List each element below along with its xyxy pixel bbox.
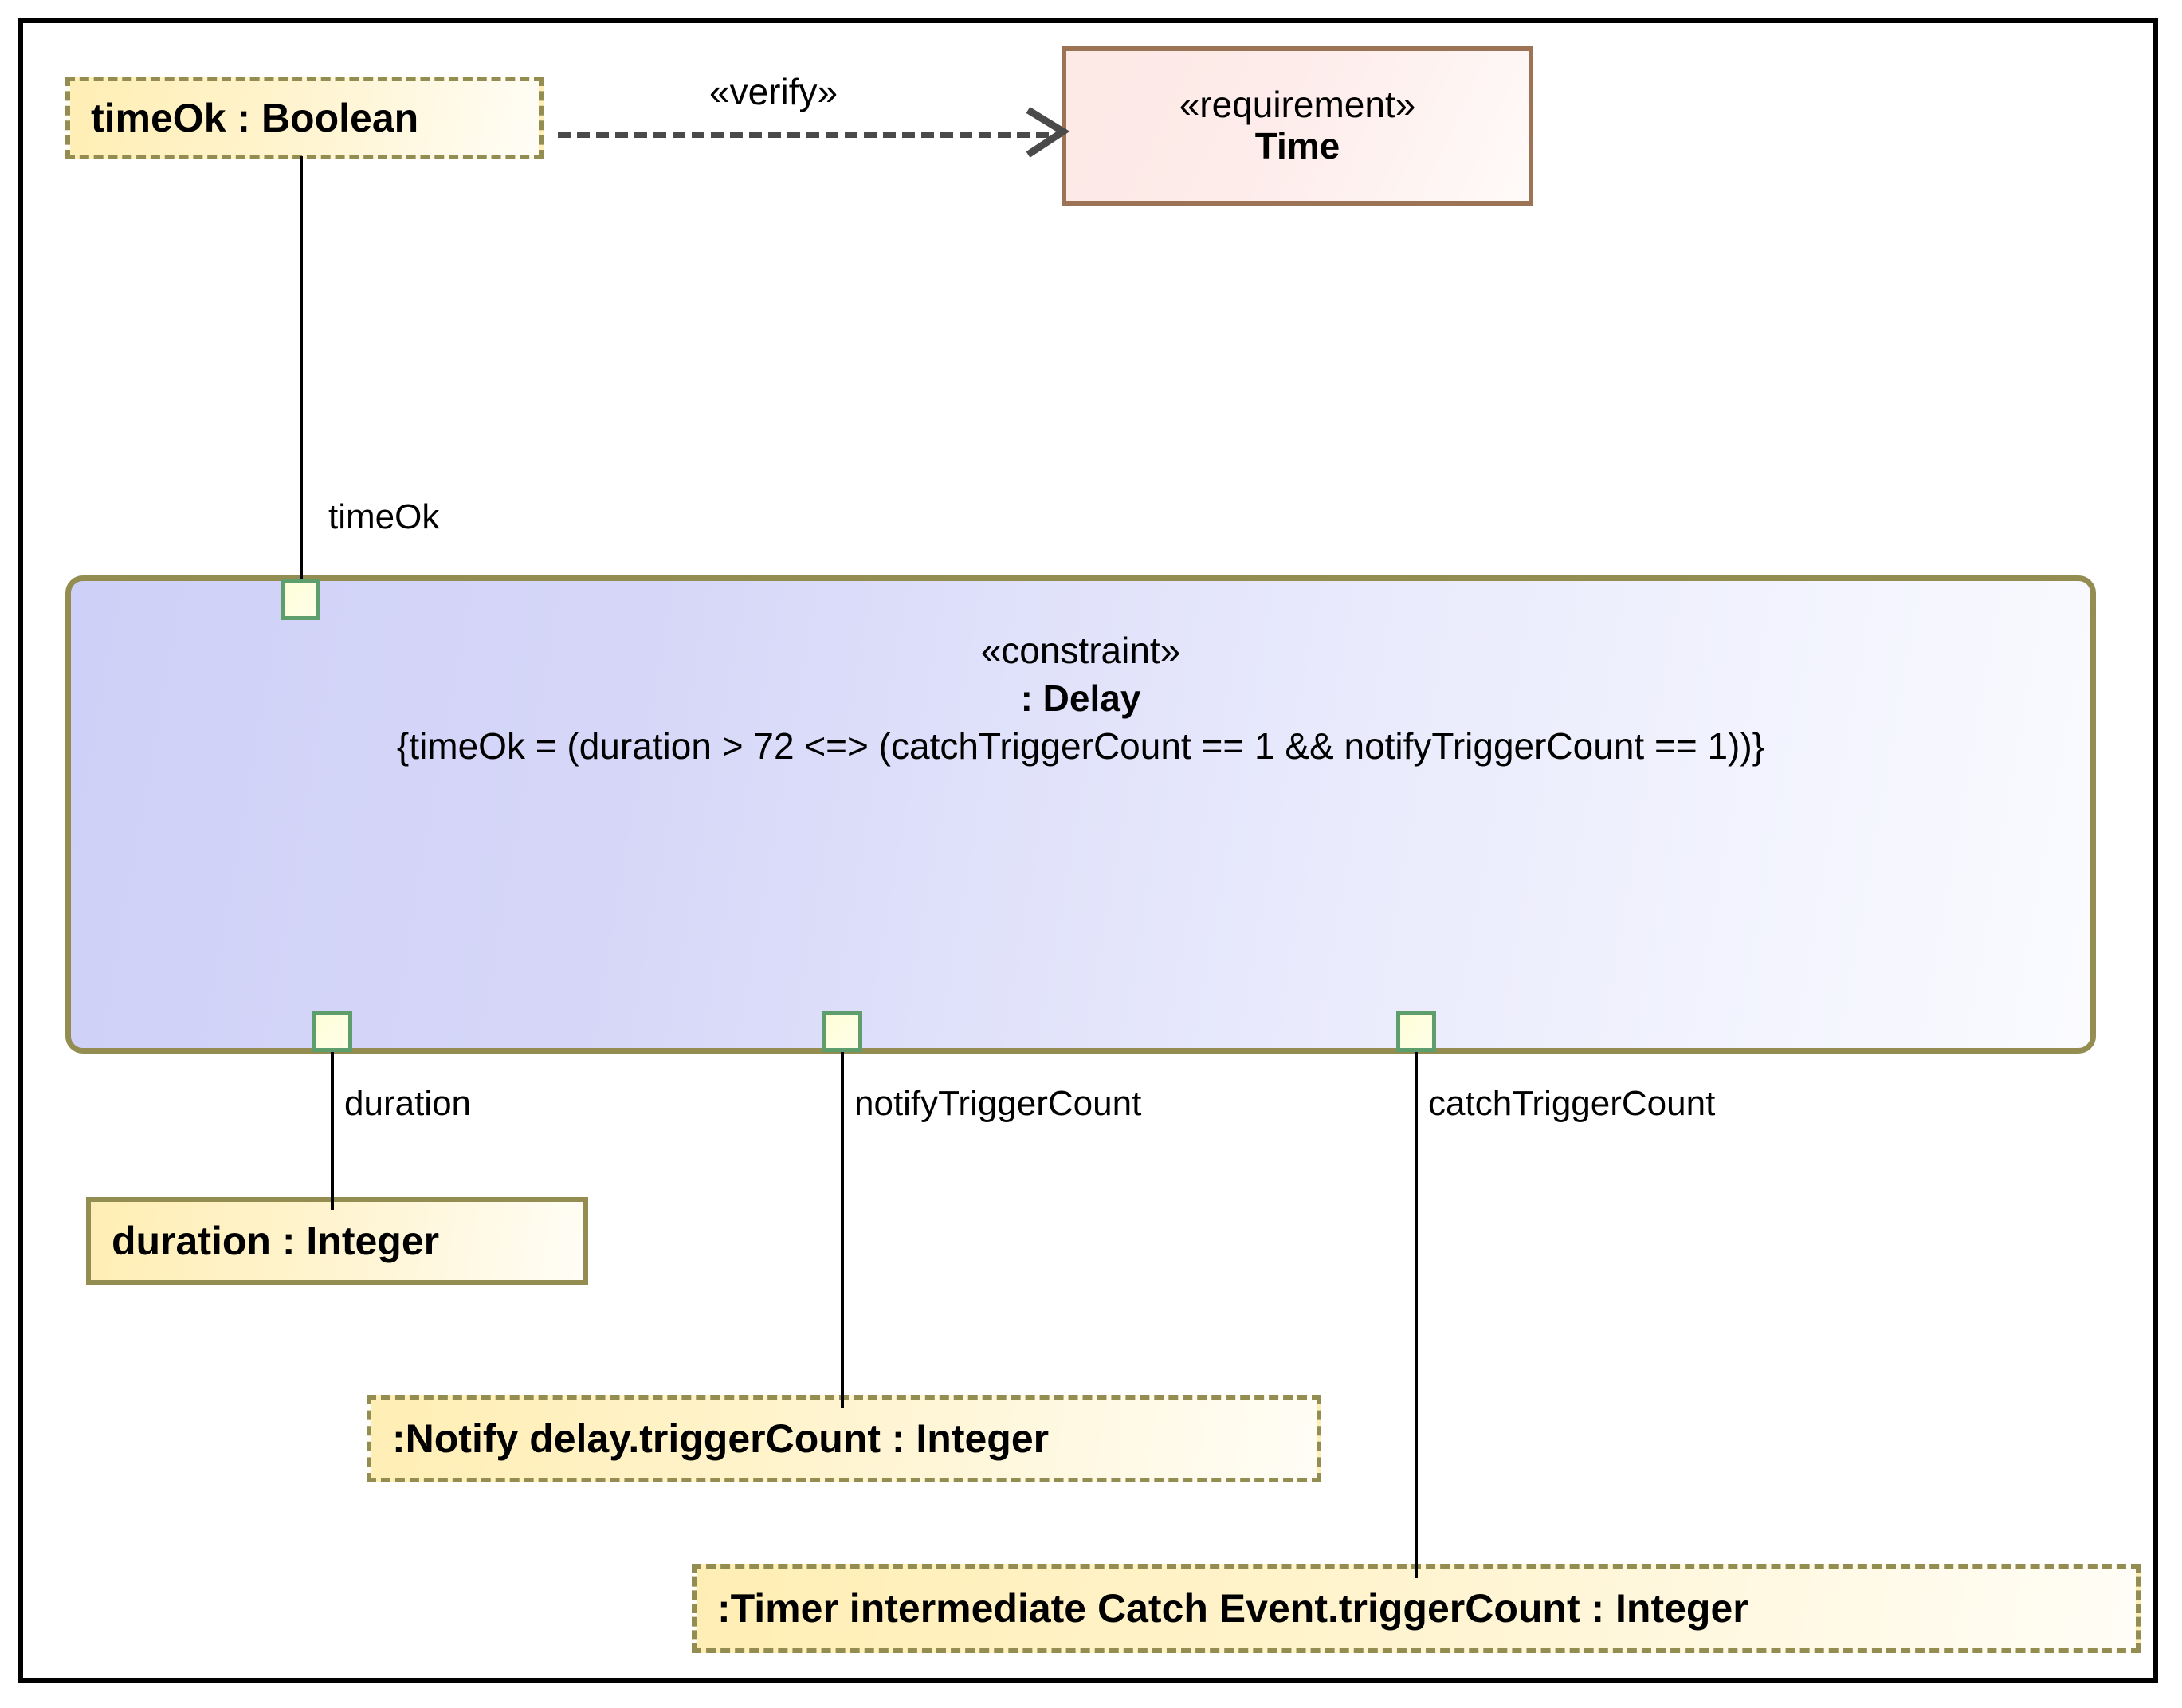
value-box-duration-label: duration : Integer [112, 1219, 440, 1263]
binding-connector-notifytriggercount[interactable] [841, 1050, 844, 1408]
port-timeok[interactable] [281, 579, 320, 620]
binding-connector-notifytriggercount-label: notifyTriggerCount [854, 1084, 1142, 1123]
verify-dependency-label: «verify» [709, 71, 838, 112]
value-box-timer-label: :Timer intermediate Catch Event.triggerC… [717, 1586, 1748, 1631]
binding-connector-catchtriggercount-label: catchTriggerCount [1428, 1084, 1716, 1123]
binding-connector-duration-label: duration [344, 1084, 472, 1123]
port-catchtriggercount[interactable] [1396, 1011, 1436, 1052]
binding-connector-duration[interactable] [331, 1050, 334, 1210]
value-box-duration[interactable]: duration : Integer [86, 1197, 591, 1288]
value-box-timer[interactable]: :Timer intermediate Catch Event.triggerC… [692, 1564, 2144, 1656]
value-box-timeok-label: timeOk : Boolean [91, 96, 419, 140]
verify-arrow-head [1026, 107, 1070, 158]
binding-connector-timeok-label: timeOk [328, 497, 440, 536]
value-box-notify[interactable]: :Notify delay.triggerCount : Integer [367, 1395, 1325, 1486]
port-notifytriggercount[interactable] [822, 1011, 862, 1052]
requirement-box-time[interactable]: «requirement» Time [1062, 46, 1538, 210]
binding-connector-catchtriggercount[interactable] [1415, 1050, 1418, 1578]
requirement-stereotype: «requirement» [1179, 84, 1416, 126]
verify-dependency-line[interactable] [558, 132, 1049, 138]
constraint-stereotype: «constraint» [980, 630, 1181, 671]
constraint-block-delay[interactable]: «constraint» : Delay {timeOk = (duration… [65, 575, 2100, 1058]
constraint-expression: {timeOk = (duration > 72 <=> (catchTrigg… [396, 724, 1765, 767]
constraint-name: : Delay [1020, 677, 1141, 719]
port-duration[interactable] [312, 1011, 352, 1052]
value-box-timeok[interactable]: timeOk : Boolean [65, 77, 547, 163]
binding-connector-timeok[interactable] [300, 156, 303, 603]
value-box-notify-label: :Notify delay.triggerCount : Integer [392, 1416, 1050, 1461]
requirement-name: Time [1254, 125, 1340, 167]
